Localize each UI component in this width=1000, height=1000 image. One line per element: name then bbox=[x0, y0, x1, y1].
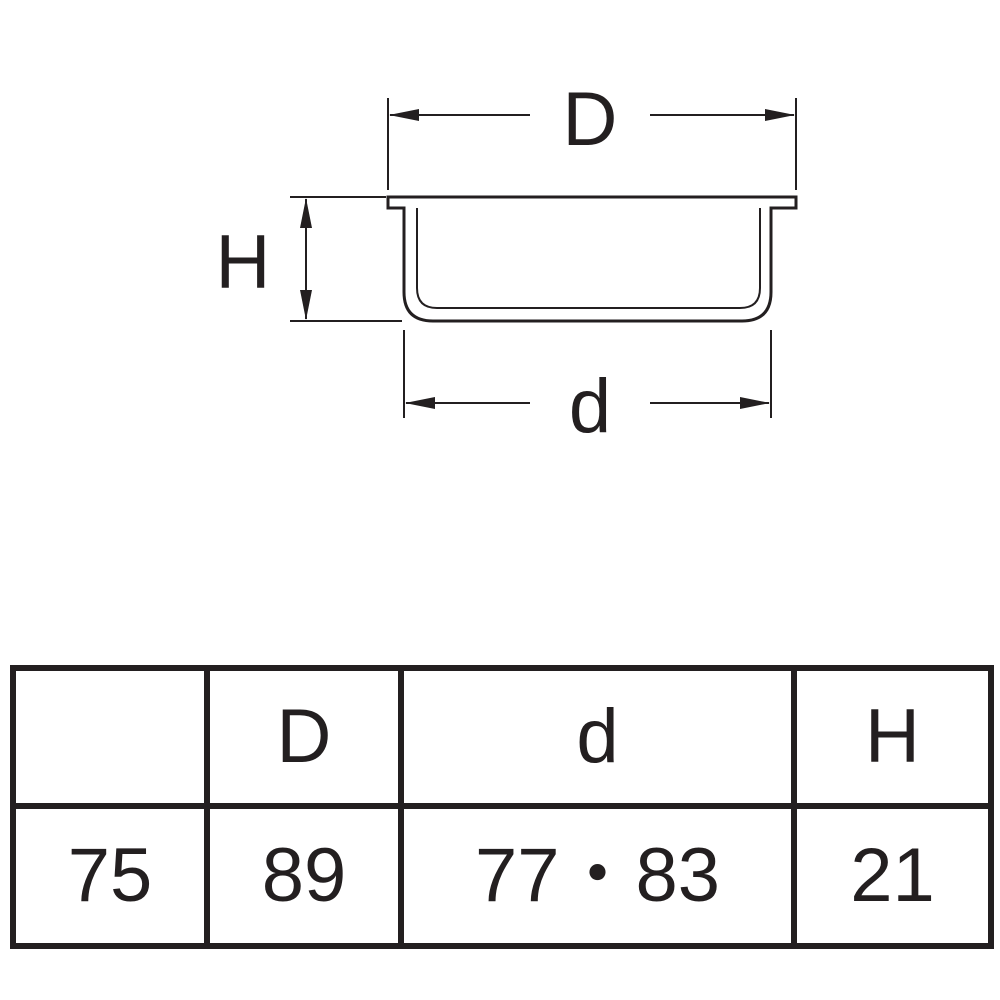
tray-part bbox=[386, 195, 798, 323]
dimension-H bbox=[290, 196, 402, 322]
dimension-label-d: d bbox=[569, 364, 611, 449]
spec-table: D d H 75 89 77・83 21 bbox=[10, 665, 994, 949]
table-cell-D: 89 bbox=[204, 803, 404, 949]
table-header-H: H bbox=[791, 665, 994, 809]
dimension-d bbox=[403, 330, 772, 418]
table-cell-H: 21 bbox=[791, 803, 994, 949]
table-row: 75 89 77・83 21 bbox=[10, 803, 994, 949]
dimension-label-H: H bbox=[216, 220, 271, 305]
dimension-D bbox=[387, 98, 797, 190]
table-header-d: d bbox=[398, 665, 797, 809]
table-header-size bbox=[10, 665, 210, 809]
table-header-row: D d H bbox=[10, 665, 994, 809]
table-header-D: D bbox=[204, 665, 404, 809]
dimension-label-D: D bbox=[563, 77, 618, 162]
dimension-drawing: D H d bbox=[216, 77, 798, 449]
table-cell-d: 77・83 bbox=[398, 803, 797, 949]
table-cell-size: 75 bbox=[10, 803, 210, 949]
